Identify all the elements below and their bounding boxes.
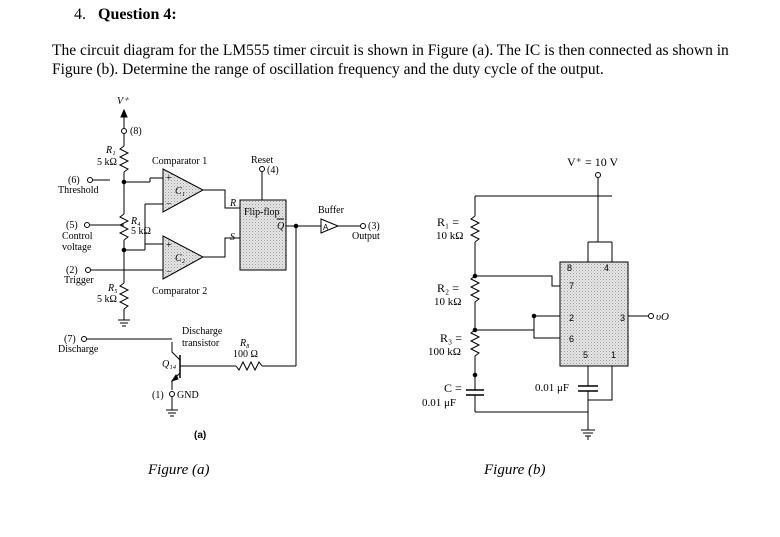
fig-a-q14: Q₁₄ [162, 359, 177, 370]
fig-a-pin4: (4) [267, 165, 279, 176]
comparator-1 [162, 168, 205, 213]
svg-text:+: + [166, 240, 172, 251]
fig-b-vo: υO [656, 311, 669, 323]
fig-a-c2: C₂ [175, 253, 186, 264]
fig-a-c1: C₁ [175, 186, 185, 197]
figure-a: V⁺ (8) R₁ 5 kΩ R₄ 5 kΩ R₅ 5 kΩ (6) Thres… [58, 96, 380, 441]
fig-a-r1-val: 5 kΩ [97, 157, 117, 168]
fig-b-pin2: 2 [569, 313, 574, 323]
fig-a-r1: R₁ [105, 145, 116, 156]
fig-a-sublabel: (a) [194, 430, 206, 441]
fig-a-discharge: Discharge [58, 344, 99, 355]
r1-resistor [118, 145, 130, 173]
fig-a-qbar: Q [277, 221, 285, 232]
r8-resistor [235, 360, 263, 372]
fig-a-comp2: Comparator 2 [152, 286, 207, 297]
fig-a-pin6: (6) [68, 175, 80, 186]
fig-b-pin5: 5 [583, 350, 588, 360]
fig-a-gnd: GND [177, 390, 199, 401]
fig-a-r8: R₈ [239, 338, 250, 349]
fig-a-buffer: Buffer [318, 205, 345, 216]
fig-b-pin4: 4 [604, 263, 609, 273]
figure-b: V⁺ = 10 V R₁ = 10 kΩ R₂ = 10 kΩ R₃ = 100… [422, 155, 669, 440]
fig-b-pin6: 6 [569, 334, 574, 344]
fig-b-c: C = [444, 381, 462, 395]
r5-resistor [118, 282, 130, 310]
fig-b-r1-resistor [469, 215, 481, 243]
fig-a-transistor: transistor [182, 338, 220, 349]
fig-b-r3: R₃ = [440, 331, 462, 345]
fig-b-r2-val: 10 kΩ [434, 296, 461, 308]
comparator-2 [162, 235, 205, 280]
fig-a-r5: R₅ [107, 283, 118, 294]
fig-a-r8-val: 100 Ω [233, 349, 258, 360]
svg-text:+: + [166, 173, 172, 184]
question-text: The circuit diagram for the LM555 timer … [52, 42, 729, 78]
figure-a-caption: Figure (a) [148, 462, 210, 478]
fig-a-control: Control [62, 231, 93, 242]
fig-a-trigger: Trigger [64, 275, 94, 286]
fig-a-r4-val: 5 kΩ [131, 226, 151, 237]
fig-a-pin7: (7) [64, 334, 76, 345]
fig-b-pin3: 3 [620, 313, 625, 323]
flip-flop-block [239, 199, 287, 271]
fig-a-r4: R₄ [130, 216, 141, 227]
fig-b-r1-val: 10 kΩ [436, 230, 463, 242]
fig-a-buffer-a: A [323, 223, 329, 232]
question-label: Question 4: [98, 6, 177, 23]
fig-a-s-in: S [230, 232, 235, 243]
fig-a-r5-val: 5 kΩ [97, 294, 117, 305]
fig-a-r-in: R [229, 198, 236, 209]
fig-a-pin5: (5) [66, 220, 78, 231]
fig-b-r2: R₂ = [437, 281, 459, 295]
fig-a-pin1: (1) [152, 390, 164, 401]
fig-b-pin1: 1 [611, 350, 616, 360]
fig-a-threshold: Threshold [58, 185, 99, 196]
fig-b-r3-val: 100 kΩ [428, 346, 461, 358]
r4-resistor [118, 213, 130, 241]
fig-a-discharge-t: Discharge [182, 326, 223, 337]
fig-b-c2-val: 0.01 μF [535, 382, 569, 394]
fig-a-vplus: V⁺ [117, 96, 129, 107]
fig-a-output: Output [352, 231, 380, 242]
fig-a-pin3: (3) [368, 221, 380, 232]
fig-a-pin2: (2) [66, 265, 78, 276]
fig-a-comp1: Comparator 1 [152, 156, 207, 167]
fig-a-flipflop: Flip-flop [244, 207, 280, 218]
fig-a-reset: Reset [251, 155, 273, 166]
fig-b-r1: R₁ = [437, 215, 459, 229]
lm555-ic [559, 261, 629, 367]
figure-b-caption: Figure (b) [484, 462, 546, 478]
fig-a-voltage: voltage [62, 242, 92, 253]
svg-text:−: − [166, 267, 172, 278]
buffer-symbol [320, 218, 340, 234]
fig-a-pin8: (8) [130, 126, 142, 137]
question-heading: 4. Question 4: [74, 6, 177, 24]
question-number: 4. [74, 6, 86, 23]
svg-text:−: − [166, 199, 172, 210]
fig-b-r2-resistor [469, 275, 481, 303]
fig-b-pin8: 8 [567, 263, 572, 273]
fig-b-c-val: 0.01 μF [422, 397, 456, 409]
fig-b-pin7: 7 [569, 281, 574, 291]
fig-b-r3-resistor [469, 329, 481, 357]
fig-b-vplus: V⁺ = 10 V [567, 155, 619, 169]
